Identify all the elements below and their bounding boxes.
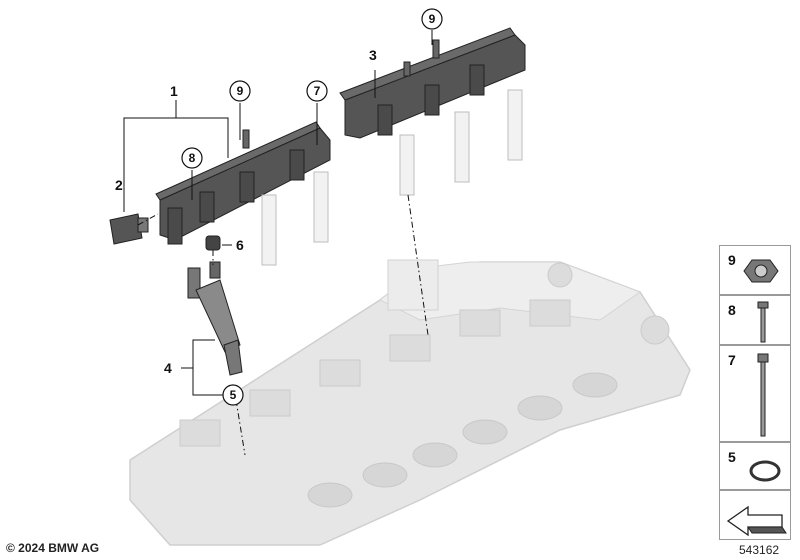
legend-number: 7 <box>728 352 736 368</box>
callout-4: 4 <box>164 360 172 376</box>
direction-arrow-icon <box>726 505 787 537</box>
svg-text:8: 8 <box>189 151 196 165</box>
legend-number: 8 <box>728 302 736 318</box>
legend-number: 9 <box>728 252 736 268</box>
ghost-injectors-right <box>399 89 523 196</box>
circled-callout-9-left: 9 <box>229 80 251 102</box>
svg-text:5: 5 <box>230 388 237 402</box>
fuel-rail-left <box>155 121 331 245</box>
svg-text:9: 9 <box>429 12 436 26</box>
legend-item-8: 8 <box>719 295 791 345</box>
copyright-text: © 2024 BMW AG <box>6 541 100 555</box>
svg-text:9: 9 <box>237 84 244 98</box>
ghost-injectors-left <box>261 171 329 266</box>
callout-6: 6 <box>236 237 244 253</box>
injector <box>187 261 243 376</box>
pressure-sensor <box>109 213 149 245</box>
legend-arrow-box <box>719 490 791 540</box>
long-stud-bolt-icon <box>757 353 769 437</box>
callout-2: 2 <box>115 177 123 193</box>
legend-number: 5 <box>728 449 736 465</box>
o-ring-icon <box>749 460 781 482</box>
circled-callout-7: 7 <box>306 80 328 102</box>
callout-1: 1 <box>170 83 178 99</box>
fuel-rail-right <box>339 27 526 139</box>
cylinder-head <box>129 259 691 546</box>
circled-callout-8: 8 <box>181 147 203 169</box>
short-stud-bolt-icon <box>757 301 769 343</box>
leader-lines <box>123 30 433 456</box>
legend-item-7: 7 <box>719 345 791 442</box>
legend-item-5: 5 <box>719 442 791 490</box>
fastener-6 <box>205 235 221 251</box>
circled-callout-5: 5 <box>222 384 244 406</box>
diagram-number: 543162 <box>739 543 780 557</box>
legend-item-9: 9 <box>719 245 791 295</box>
callout-3: 3 <box>369 47 377 63</box>
svg-text:7: 7 <box>314 84 321 98</box>
hex-nut-icon <box>743 259 779 283</box>
circled-callout-9-right: 9 <box>421 8 443 30</box>
